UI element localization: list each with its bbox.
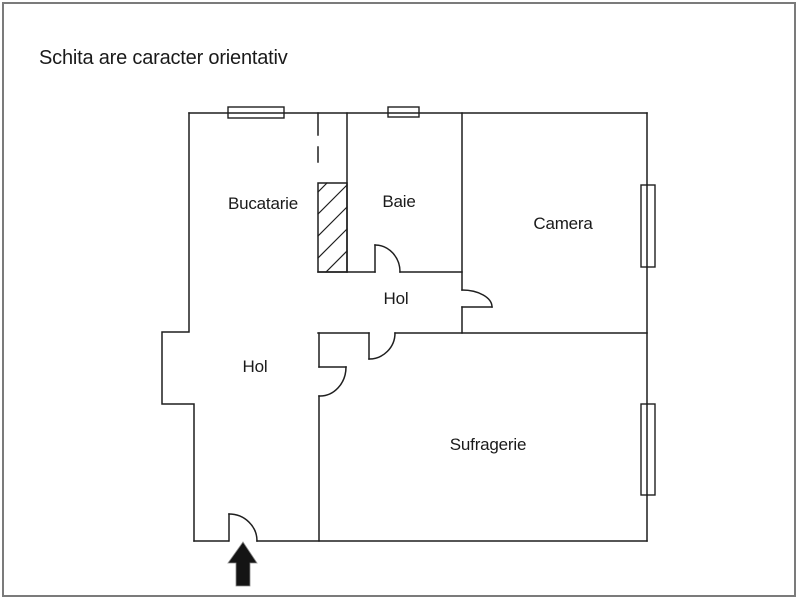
hatched-wall-hatch-lines [317, 182, 348, 273]
room-label-hol-lower: Hol [242, 357, 268, 376]
hol-door-arc [318, 366, 347, 397]
baie-door-arc [374, 244, 401, 273]
room-label-bucatarie: Bucatarie [227, 194, 299, 213]
hatched-wall [317, 182, 348, 273]
window-bucatarie [227, 106, 285, 119]
room-label-sufragerie: Sufragerie [449, 435, 527, 454]
window-baie [387, 106, 420, 118]
window-camera [640, 184, 656, 268]
hol-sufragerie-door-arc [368, 332, 396, 360]
room-label-camera: Camera [533, 214, 593, 233]
outer-wall-left [161, 112, 195, 542]
room-label-baie: Baie [382, 192, 416, 211]
disclaimer-text: Schita are caracter orientativ [39, 47, 288, 69]
room-label-hol-upper: Hol [383, 289, 409, 308]
entrance-arrow-icon [227, 541, 258, 587]
page-border [2, 2, 796, 597]
window-sufragerie [640, 403, 656, 496]
camera-door-arc [461, 289, 493, 308]
entrance-door-arc [228, 513, 258, 542]
